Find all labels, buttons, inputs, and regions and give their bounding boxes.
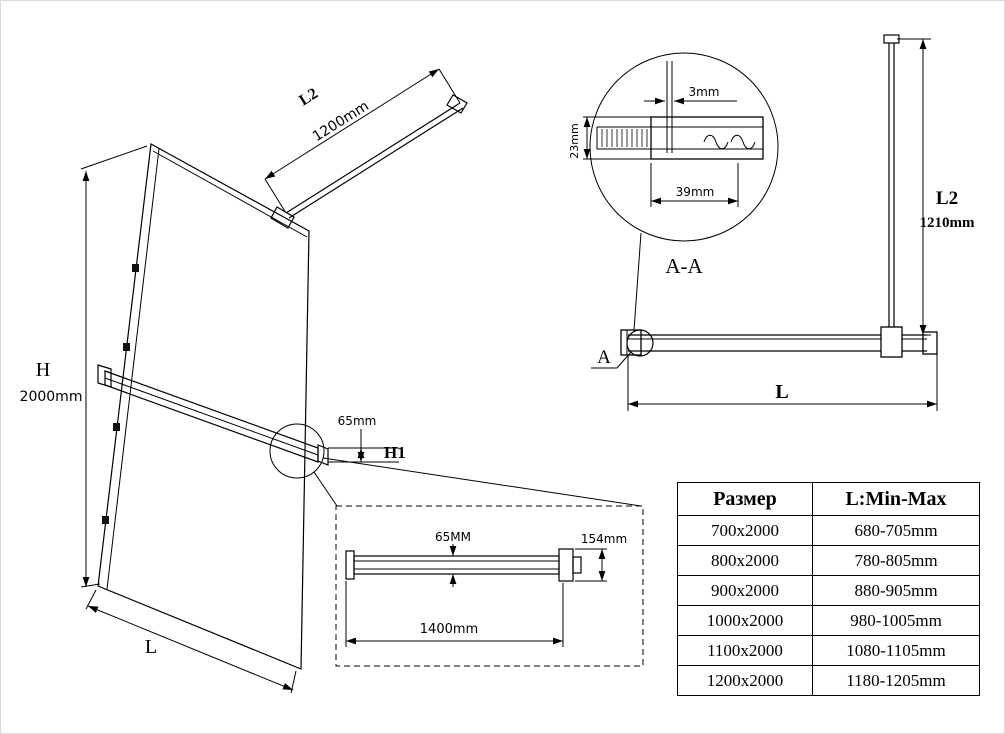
rod-clamp [880,326,903,358]
size-cell: 1000x2000 [677,605,813,636]
shelf-height-label: H1 [384,443,406,462]
ceiling-rod [883,34,900,327]
gap-dim-value: 3mm [688,85,719,99]
l2-dimension-top [897,38,931,336]
l-label-top: L [775,381,788,403]
shelf-left-cap [97,364,112,388]
h1-dimension [328,429,399,463]
range-column-header: L:Min-Max [812,482,980,516]
length-dim-value: 1400mm [420,622,478,637]
range-cell: 1180-1205mm [812,665,980,696]
h-dimension-value: 2000mm [20,389,83,405]
detail-circle [269,423,325,479]
section-marker-label: A [597,347,611,368]
section-detail-view: 3mm 23mm 39mm A-A [568,52,779,331]
table-row: 1200x2000 1180-1205mm [677,665,980,696]
bracket-dim-lines [575,548,607,582]
wall-clip-icons [102,264,139,524]
section-marker-circle [626,329,654,357]
table-row: 1100x2000 1080-1105mm [677,635,980,666]
l2-label-iso: L2 [296,85,321,109]
length-dim-lines [345,581,564,647]
shelf-detail-view: 65MM 154mm 1400mm [335,505,644,667]
l-dimension-iso [85,589,297,694]
size-cell: 700x2000 [677,515,813,546]
size-cell: 1100x2000 [677,635,813,666]
shelf-bar [97,364,329,466]
glass-top-view [628,334,927,352]
ceiling-bracket [883,34,900,44]
size-cell: 900x2000 [677,575,813,606]
detail-frame [335,505,644,667]
range-cell: 680-705mm [812,515,980,546]
size-cell: 800x2000 [677,545,813,576]
table-row: 800x2000 780-805mm [677,545,980,576]
glass-panel [97,143,310,670]
section-title: A-A [665,254,703,278]
table-row: 900x2000 880-905mm [677,575,980,606]
threaded-rod [596,126,651,150]
top-view: A L2 1210mm L [591,34,975,411]
profile-dim-value: 65MM [435,530,471,544]
wall-profile [620,329,642,356]
section-detail-circle [589,52,779,242]
glass-clamp [270,206,295,229]
bracket-dim-value: 154mm [581,532,627,546]
size-table-header-row: Размер L:Min-Max [677,482,980,516]
range-cell: 780-805mm [812,545,980,576]
l-dimension-label-iso: L [145,636,157,658]
support-bar [270,94,468,229]
h-dimension-label: H [36,359,50,381]
clamp-length-dimension [650,163,739,207]
range-cell: 980-1005mm [812,605,980,636]
l2-value-iso: 1200mm [310,98,372,145]
range-cell: 880-905mm [812,575,980,606]
spring-clip [703,134,729,150]
size-table: Размер L:Min-Max 700x2000 680-705mm 800x… [677,482,980,696]
size-column-header: Размер [677,482,813,516]
l2-dimension-iso [264,68,461,214]
shelf-height-value: 65mm [338,414,377,428]
end-cap [922,331,938,355]
table-row: 1000x2000 980-1005mm [677,605,980,636]
iso-panel-view: H 2000mm L L2 1200mm [20,68,642,694]
l-dimension-top [627,354,938,411]
profile-height-dimension [583,116,651,160]
shelf-right-cap [317,444,329,466]
shelf-bracket [558,548,574,582]
range-cell: 1080-1105mm [812,635,980,666]
h-dimension [80,145,148,588]
shelf-profile [345,548,582,582]
table-row: 700x2000 680-705mm [677,515,980,546]
l2-label-top: L2 [936,188,958,209]
clamp-length-value: 39mm [676,185,715,199]
clamp-body [650,116,764,160]
size-cell: 1200x2000 [677,665,813,696]
profile-height-value: 23mm [568,123,581,158]
spring-clip [730,134,756,150]
l2-value-top: 1210mm [920,215,975,231]
wall-bracket [446,94,468,114]
